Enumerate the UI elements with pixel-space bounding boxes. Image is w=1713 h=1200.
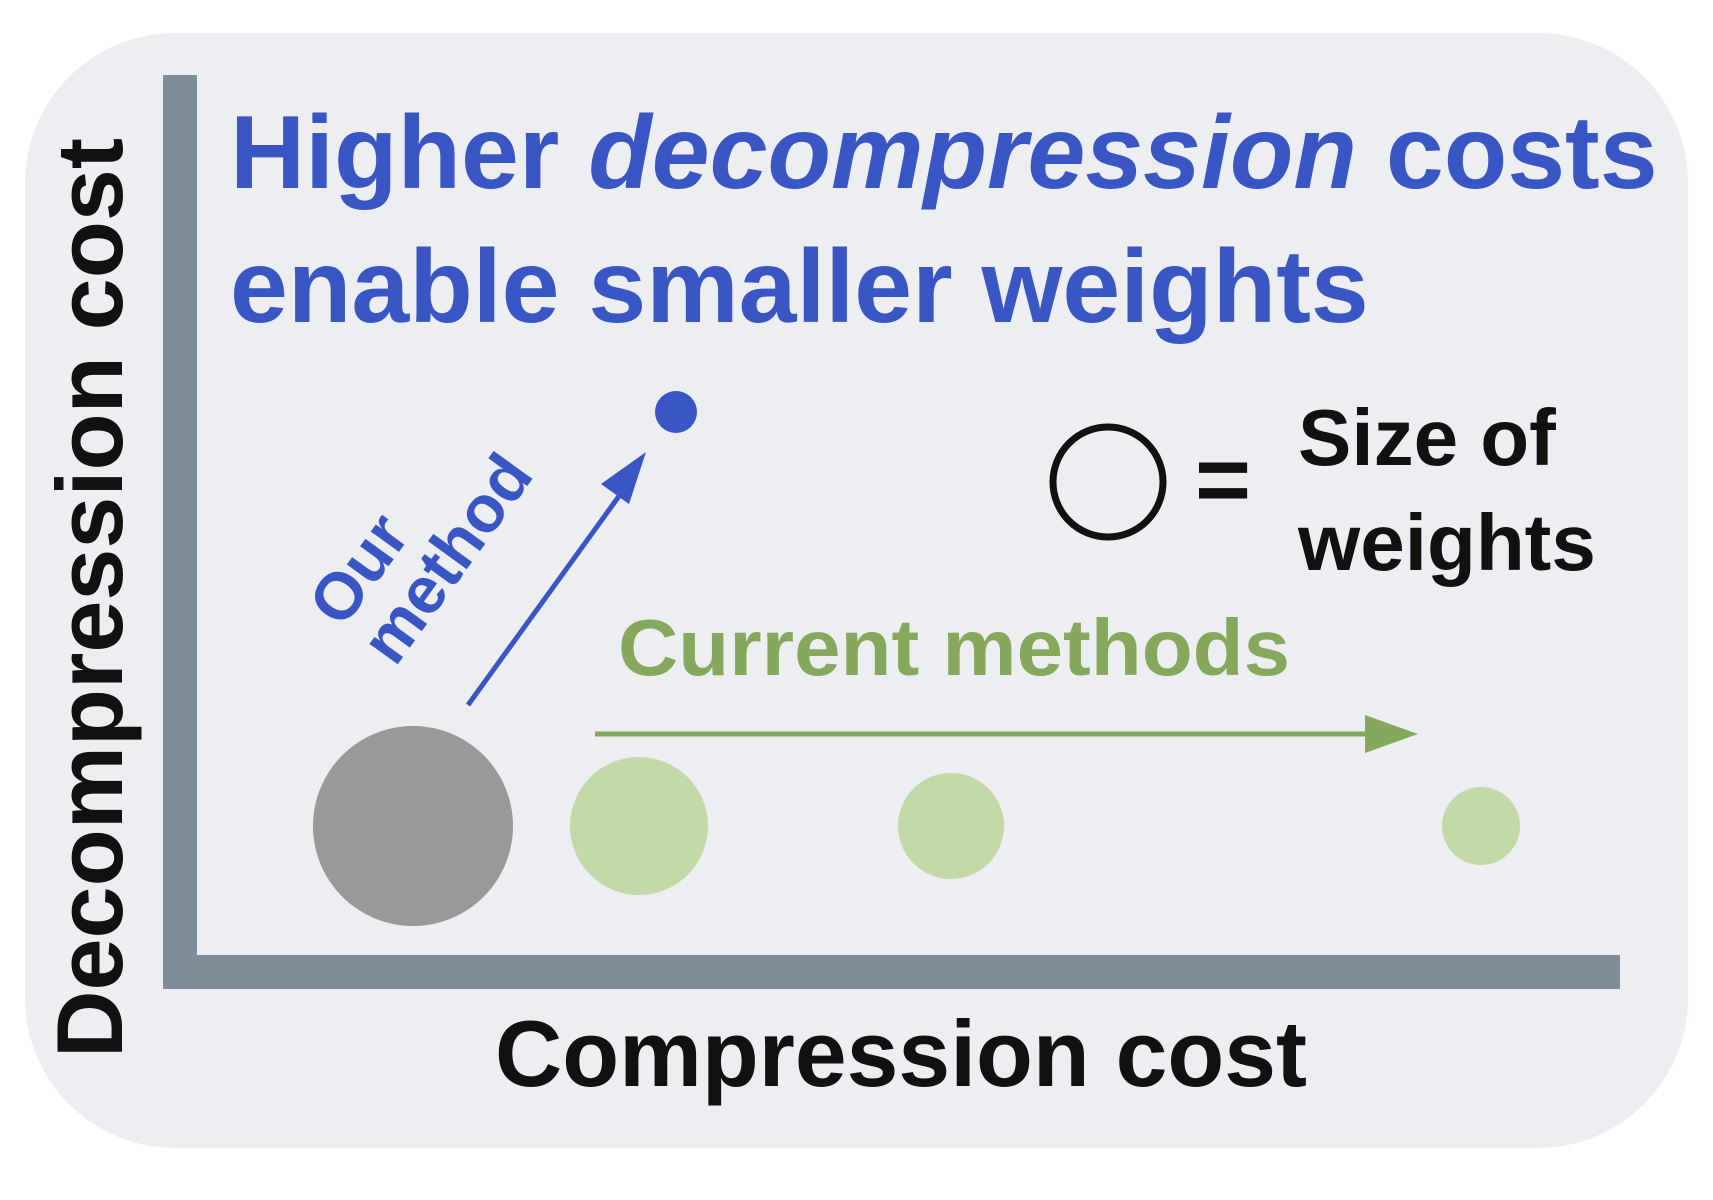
our-method-arrow-shaft — [465, 490, 625, 707]
legend-equals: = — [1195, 426, 1251, 533]
title-part-2: costs — [1357, 95, 1658, 211]
y-axis-label: Decompression cost — [37, 138, 142, 1058]
y-axis-line — [163, 75, 197, 987]
baseline-weights-circle — [313, 726, 513, 926]
title-emphasis: decompression — [588, 95, 1357, 211]
x-axis-line — [163, 955, 1620, 989]
legend-label-line-1: Size of — [1298, 393, 1556, 482]
our-method-arrow-head — [601, 452, 646, 504]
our-method-point — [655, 391, 697, 433]
legend-label-line-2: weights — [1297, 498, 1596, 587]
legend-circle-icon — [1049, 423, 1167, 541]
current-methods-arrow-head — [1365, 715, 1418, 753]
current-methods-label: Current methods — [618, 603, 1290, 692]
current-method-circle-1 — [570, 757, 708, 895]
current-method-circle-2 — [898, 773, 1004, 879]
diagram-title-line-1: Higher decompression costs — [230, 95, 1658, 211]
diagram-title-line-2: enable smaller weights — [230, 229, 1369, 345]
current-method-circle-3 — [1442, 787, 1520, 865]
title-part-1: Higher — [230, 95, 588, 211]
x-axis-label: Compression cost — [495, 1001, 1307, 1106]
